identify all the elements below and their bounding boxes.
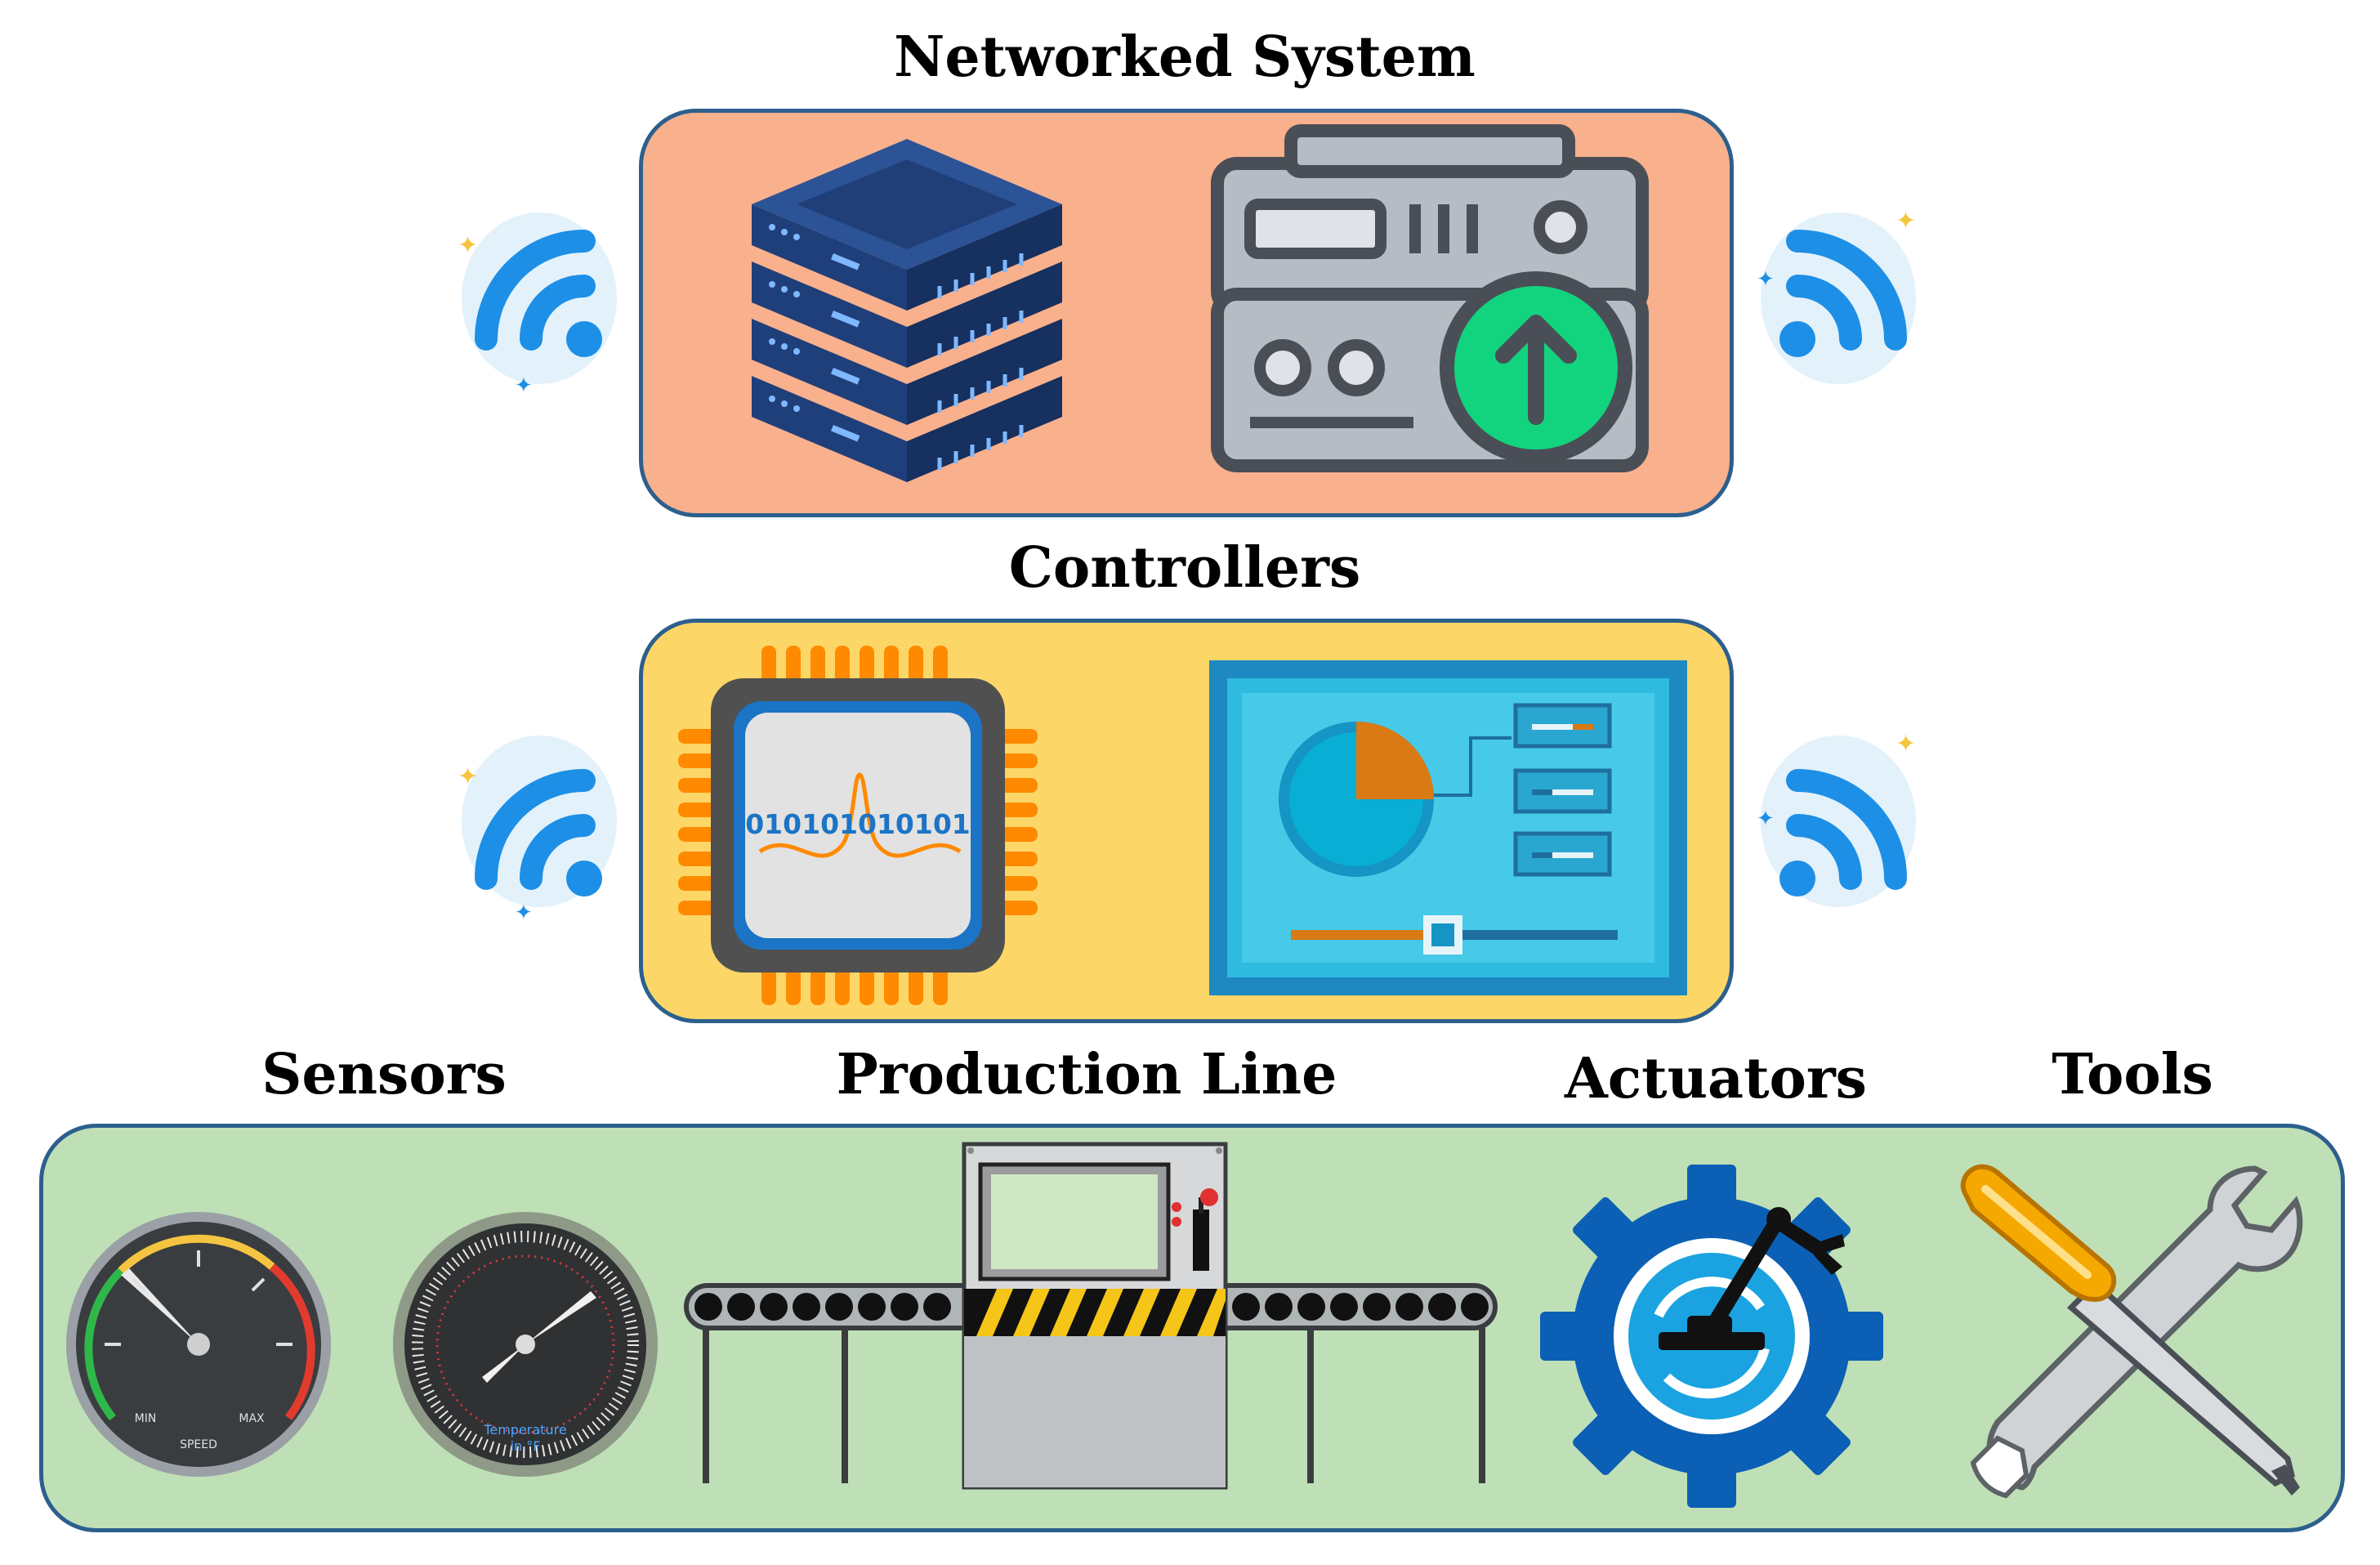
temperature-gauge-label: Temperature	[483, 1422, 566, 1438]
wifi-icon: ✦ ✦	[1757, 207, 1916, 384]
temperature-gauge-unit: in °F	[511, 1438, 541, 1454]
tools-title: Tools	[2052, 1042, 2213, 1107]
networked-system-title: Networked System	[894, 25, 1476, 90]
wrench-screwdriver-icon	[1960, 1164, 2303, 1499]
svg-text:✦: ✦	[458, 762, 478, 791]
speed-gauge-min: MIN	[135, 1412, 157, 1425]
robot-arm-gear-icon	[1540, 1165, 1883, 1508]
server-stack-icon	[752, 139, 1062, 482]
speed-gauge-max: MAX	[239, 1412, 265, 1425]
svg-text:✦: ✦	[515, 901, 533, 923]
wifi-icon: ✦ ✦	[458, 736, 617, 923]
controllers-title: Controllers	[1008, 535, 1361, 601]
wifi-icon: ✦ ✦	[1757, 730, 1916, 907]
svg-text:✦: ✦	[1896, 207, 1916, 235]
hmi-dashboard-icon	[1209, 660, 1687, 995]
production-line-title: Production Line	[836, 1042, 1337, 1107]
temperature-gauge-icon: Temperature in °F	[393, 1212, 658, 1477]
speed-gauge-label: SPEED	[180, 1438, 217, 1451]
speed-gauge-icon: MIN MAX SPEED	[66, 1212, 331, 1477]
wifi-icon: ✦ ✦	[458, 212, 617, 398]
microcontroller-chip-icon: 010101010101	[678, 646, 1038, 1005]
svg-text:✦: ✦	[458, 231, 478, 260]
svg-text:✦: ✦	[515, 373, 533, 398]
network-device-upload-icon	[1211, 124, 1649, 472]
conveyor-machine-icon	[684, 1142, 1498, 1490]
svg-text:✦: ✦	[1757, 807, 1775, 831]
sensors-title: Sensors	[261, 1042, 507, 1107]
actuators-title: Actuators	[1565, 1046, 1867, 1111]
chip-binary-text: 010101010101	[745, 808, 971, 840]
svg-text:✦: ✦	[1757, 267, 1775, 292]
svg-text:✦: ✦	[1896, 730, 1916, 758]
